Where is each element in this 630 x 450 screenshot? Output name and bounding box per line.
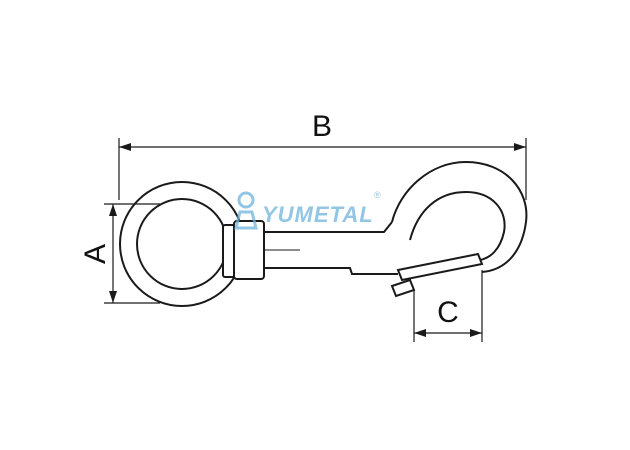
brand-watermark: YUMETAL ®: [234, 190, 381, 230]
dimension-b-label: B: [312, 110, 332, 143]
brand-watermark-text: YUMETAL: [262, 202, 374, 227]
dimension-c-label: C: [437, 296, 459, 329]
spring-gate: [390, 252, 484, 298]
collar-body: [233, 220, 265, 280]
ring-inner-edge: [136, 198, 228, 290]
brand-logo-icon: [234, 191, 258, 230]
dimension-b: [118, 138, 527, 200]
hook-shank: [264, 221, 398, 275]
dimension-a: [104, 203, 160, 304]
brand-registered-mark: ®: [374, 190, 381, 200]
hook-body: [391, 160, 528, 273]
hook-outer-profile: [391, 160, 528, 273]
hook-inner-profile: [409, 190, 506, 261]
dimension-a-label: A: [79, 244, 112, 264]
gate-thumb-lever: [390, 278, 416, 298]
dimension-c: [413, 270, 483, 342]
swivel-collar: [222, 220, 265, 280]
